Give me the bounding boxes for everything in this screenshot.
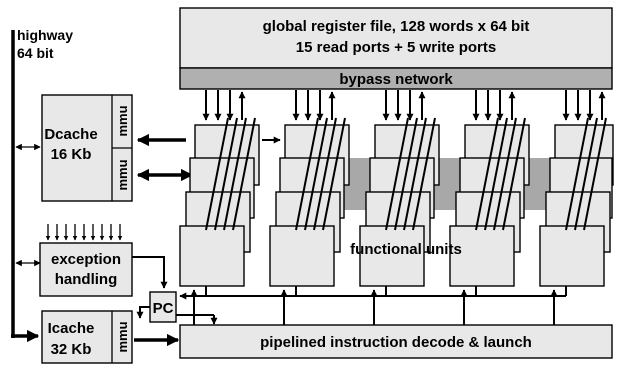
functional-unit-4 (449, 225, 515, 287)
pc-box (149, 291, 177, 323)
functional-unit-1 (179, 225, 245, 287)
register-file-box (179, 7, 613, 69)
exception-label: exception (51, 251, 121, 268)
dcache-mmu-top-label: mmu (115, 105, 130, 136)
decode-launch-box (179, 324, 613, 359)
functional-units-label: functional units (350, 241, 462, 258)
exception-handling-box (39, 242, 133, 297)
register-file-ports-label: 15 read ports + 5 write ports (296, 39, 497, 56)
functional-unit-column-5 (539, 90, 614, 287)
pc-label: PC (153, 300, 174, 317)
bypass-network-label: bypass network (339, 71, 453, 88)
functional-unit-column-2 (269, 90, 350, 287)
dcache-label: Dcache (44, 126, 97, 143)
functional-unit-3 (359, 225, 425, 287)
functional-unit-column-1 (179, 90, 281, 287)
icache-label: Icache (48, 320, 95, 337)
exception-handling-label: handling (55, 271, 118, 288)
dcache-mmu-bottom-label: mmu (115, 159, 130, 190)
highway-label: highway (17, 27, 73, 43)
functional-unit-column-3 (359, 90, 440, 287)
register-file-label: global register file, 128 words x 64 bit (263, 18, 530, 35)
decode-launch-label: pipelined instruction decode & launch (260, 334, 532, 351)
functional-unit-5 (539, 225, 605, 287)
bypass-network-box (179, 67, 613, 90)
highway-bus (11, 30, 41, 343)
functional-unit-2 (269, 225, 335, 287)
exception-input-arrows (45, 224, 123, 241)
dcache-size-label: 16 Kb (51, 146, 92, 163)
icache-mmu-label: mmu (115, 321, 130, 352)
icache-size-label: 32 Kb (51, 341, 92, 358)
highway-width-label: 64 bit (17, 45, 54, 61)
icache-box (41, 310, 133, 364)
functional-unit-column-4 (449, 90, 530, 287)
